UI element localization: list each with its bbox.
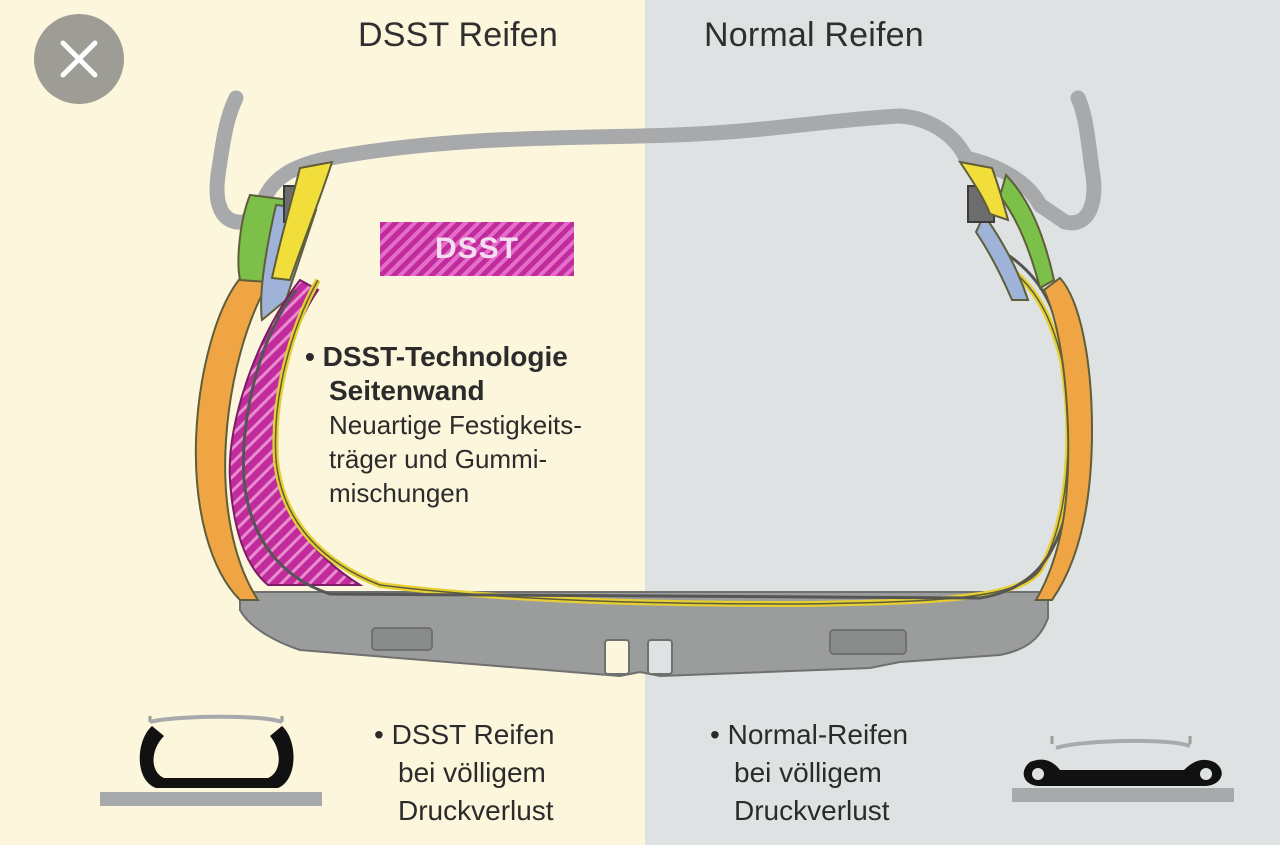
tech-line-2: träger und Gummi- [329,444,548,474]
close-button[interactable] [34,14,124,104]
caption-left-line3: Druckverlust [398,795,554,826]
caption-left-line1: DSST Reifen [391,719,555,750]
tread-groove [829,629,907,655]
caption-dsst-deflated: • DSST Reifen bei völligem Druckverlust [374,716,554,830]
sidewall-orange-left [194,268,272,601]
sidewall-yellow-left [270,160,334,282]
bead-blue-right [974,213,1030,301]
caption-left-line2: bei völligem [398,757,546,788]
sidewall-orange-right [1034,276,1094,601]
sidewall-green-right [998,173,1056,290]
caption-right-line1: Normal-Reifen [727,719,909,750]
caption-right-line2: bei völligem [734,757,882,788]
sidewall-yellow-right [957,160,1010,222]
caption-normal-deflated: • Normal-Reifen bei völligem Druckverlus… [710,716,908,830]
close-icon [60,40,98,78]
tech-subtitle: Seitenwand [329,375,485,406]
tech-line-1: Neuartige Festigkeits- [329,410,582,440]
wheel-rim [209,90,1102,231]
tech-line-3: mischungen [329,478,470,508]
dsst-technology-description: • DSST-Technologie Seitenwand Neuartige … [305,341,582,508]
tread-groove [371,627,433,651]
dsst-badge-label: DSST [434,232,519,265]
dsst-legend-badge: DSST [380,222,574,276]
tread-groove [604,639,630,675]
tech-title: DSST-Technologie [322,341,568,372]
normal-tire-deflated-icon [1012,736,1234,802]
heading-dsst-reifen: DSST Reifen [358,16,558,54]
dsst-tire-deflated-icon [100,714,322,806]
heading-normal-reifen: Normal Reifen [704,16,924,54]
caption-right-line3: Druckverlust [734,795,890,826]
tread-groove [647,639,673,675]
